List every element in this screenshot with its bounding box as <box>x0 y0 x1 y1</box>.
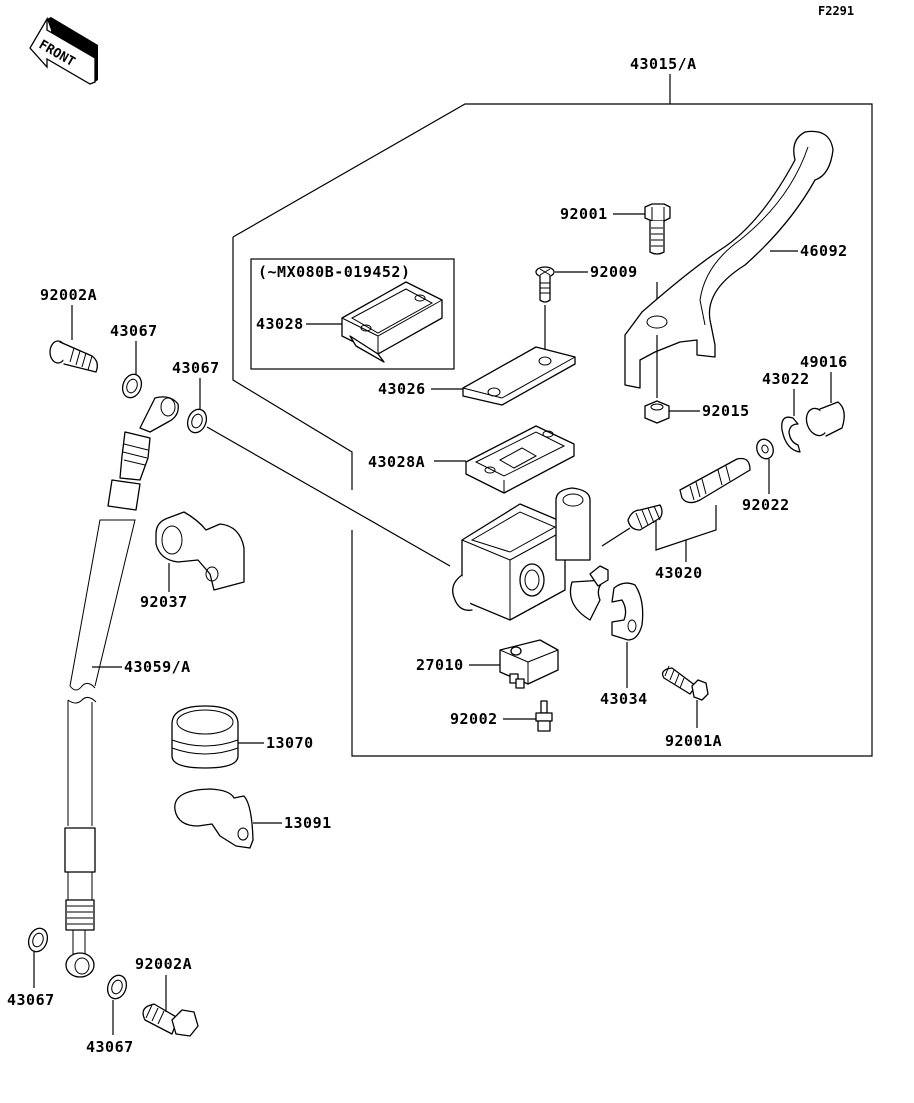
assembly-outline <box>232 74 873 757</box>
gasket-a-part[interactable] <box>119 372 144 401</box>
pivot-bolt-part[interactable] <box>644 203 671 310</box>
label-43067-c[interactable]: 43067 <box>7 991 55 1009</box>
grommet-part[interactable] <box>171 705 239 769</box>
variant-box <box>250 258 455 370</box>
brake-lever-part[interactable] <box>624 130 834 398</box>
label-92015[interactable]: 92015 <box>702 402 750 420</box>
screw-92002-part[interactable] <box>535 700 553 732</box>
screw-92009-part[interactable] <box>535 266 555 355</box>
label-43022[interactable]: 43022 <box>762 370 810 388</box>
washer-part[interactable] <box>754 437 776 461</box>
piston-set-part[interactable] <box>601 457 751 562</box>
gasket-b-part[interactable] <box>184 407 209 436</box>
diaphragm-part[interactable] <box>465 425 575 494</box>
nut-part[interactable] <box>644 400 670 424</box>
label-49016[interactable]: 49016 <box>800 353 848 371</box>
label-27010[interactable]: 27010 <box>416 656 464 674</box>
label-92002A-bottom[interactable]: 92002A <box>135 955 192 973</box>
label-92001[interactable]: 92001 <box>560 205 608 223</box>
clamp-43034-part[interactable] <box>611 582 644 641</box>
switch-part[interactable] <box>499 639 559 689</box>
label-92001A[interactable]: 92001A <box>665 732 722 750</box>
label-43028[interactable]: 43028 <box>256 315 304 333</box>
reservoir-cap-part[interactable] <box>462 346 576 406</box>
label-43067-b[interactable]: 43067 <box>172 359 220 377</box>
label-43067-a[interactable]: 43067 <box>110 322 158 340</box>
figure-code: F2291 <box>818 4 854 18</box>
label-43067-d[interactable]: 43067 <box>86 1038 134 1056</box>
banjo-bolt-upper-part[interactable] <box>49 340 98 373</box>
label-43059A[interactable]: 43059/A <box>124 658 191 676</box>
clamp-13091-part[interactable] <box>174 788 254 849</box>
label-92002[interactable]: 92002 <box>450 710 498 728</box>
circlip-part[interactable] <box>781 416 801 453</box>
variant-note: (~MX080B-019452) <box>258 263 411 281</box>
master-cylinder-body-part[interactable] <box>452 487 609 621</box>
label-46092[interactable]: 46092 <box>800 242 848 260</box>
front-arrow-icon: FRONT <box>29 16 98 85</box>
gasket-c-part[interactable] <box>25 926 50 955</box>
label-92009[interactable]: 92009 <box>590 263 638 281</box>
gasket-d-part[interactable] <box>104 973 129 1002</box>
hose-clamp-92037-part[interactable] <box>155 511 245 591</box>
label-43015-A[interactable]: 43015/A <box>630 55 697 73</box>
banjo-bolt-lower-part[interactable] <box>142 1003 199 1037</box>
bolt-92001A-part[interactable] <box>661 665 709 701</box>
label-92002A-top[interactable]: 92002A <box>40 286 97 304</box>
label-92037[interactable]: 92037 <box>140 593 188 611</box>
label-43034[interactable]: 43034 <box>600 690 648 708</box>
label-43020[interactable]: 43020 <box>655 564 703 582</box>
label-13070[interactable]: 13070 <box>266 734 314 752</box>
label-92022[interactable]: 92022 <box>742 496 790 514</box>
diaphragm-early-part[interactable] <box>341 281 443 363</box>
label-43026[interactable]: 43026 <box>378 380 426 398</box>
label-43028A[interactable]: 43028A <box>368 453 425 471</box>
boot-part[interactable] <box>803 401 845 439</box>
brake-hose-part[interactable] <box>64 396 179 978</box>
label-13091[interactable]: 13091 <box>284 814 332 832</box>
